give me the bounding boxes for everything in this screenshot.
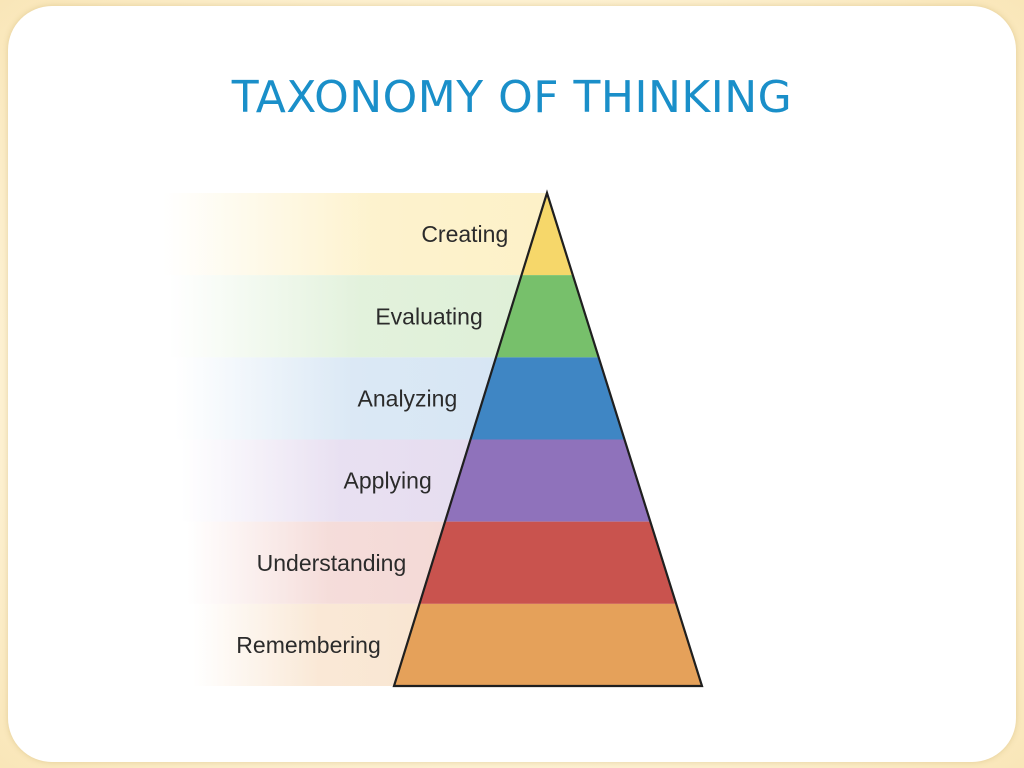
- level-labels: CreatingEvaluatingAnalyzingApplyingUnder…: [236, 221, 508, 658]
- pyramid: [392, 189, 704, 688]
- pyramid-level-understanding: [419, 521, 677, 604]
- band-creating: [163, 193, 547, 276]
- level-label-remembering: Remembering: [236, 632, 380, 658]
- level-label-creating: Creating: [421, 221, 508, 247]
- pyramid-outline: [392, 189, 704, 688]
- pyramid-level-remembering: [394, 603, 702, 686]
- level-label-applying: Applying: [344, 468, 432, 494]
- level-label-evaluating: Evaluating: [375, 303, 482, 329]
- taxonomy-pyramid-diagram: CreatingEvaluatingAnalyzingApplyingUnder…: [163, 189, 704, 688]
- pyramid-level-creating: [521, 193, 573, 276]
- band-applying: [181, 439, 471, 522]
- level-label-analyzing: Analyzing: [358, 385, 458, 411]
- band-remembering: [193, 603, 420, 686]
- pyramid-level-applying: [445, 439, 651, 522]
- slide-title: TAXONOMY OF THINKING: [231, 72, 793, 123]
- background-bands: [163, 193, 547, 686]
- pyramid-level-analyzing: [470, 357, 625, 440]
- level-label-understanding: Understanding: [257, 550, 407, 576]
- pyramid-level-evaluating: [496, 275, 599, 358]
- band-understanding: [187, 521, 445, 604]
- band-analyzing: [175, 357, 496, 440]
- band-evaluating: [169, 275, 522, 358]
